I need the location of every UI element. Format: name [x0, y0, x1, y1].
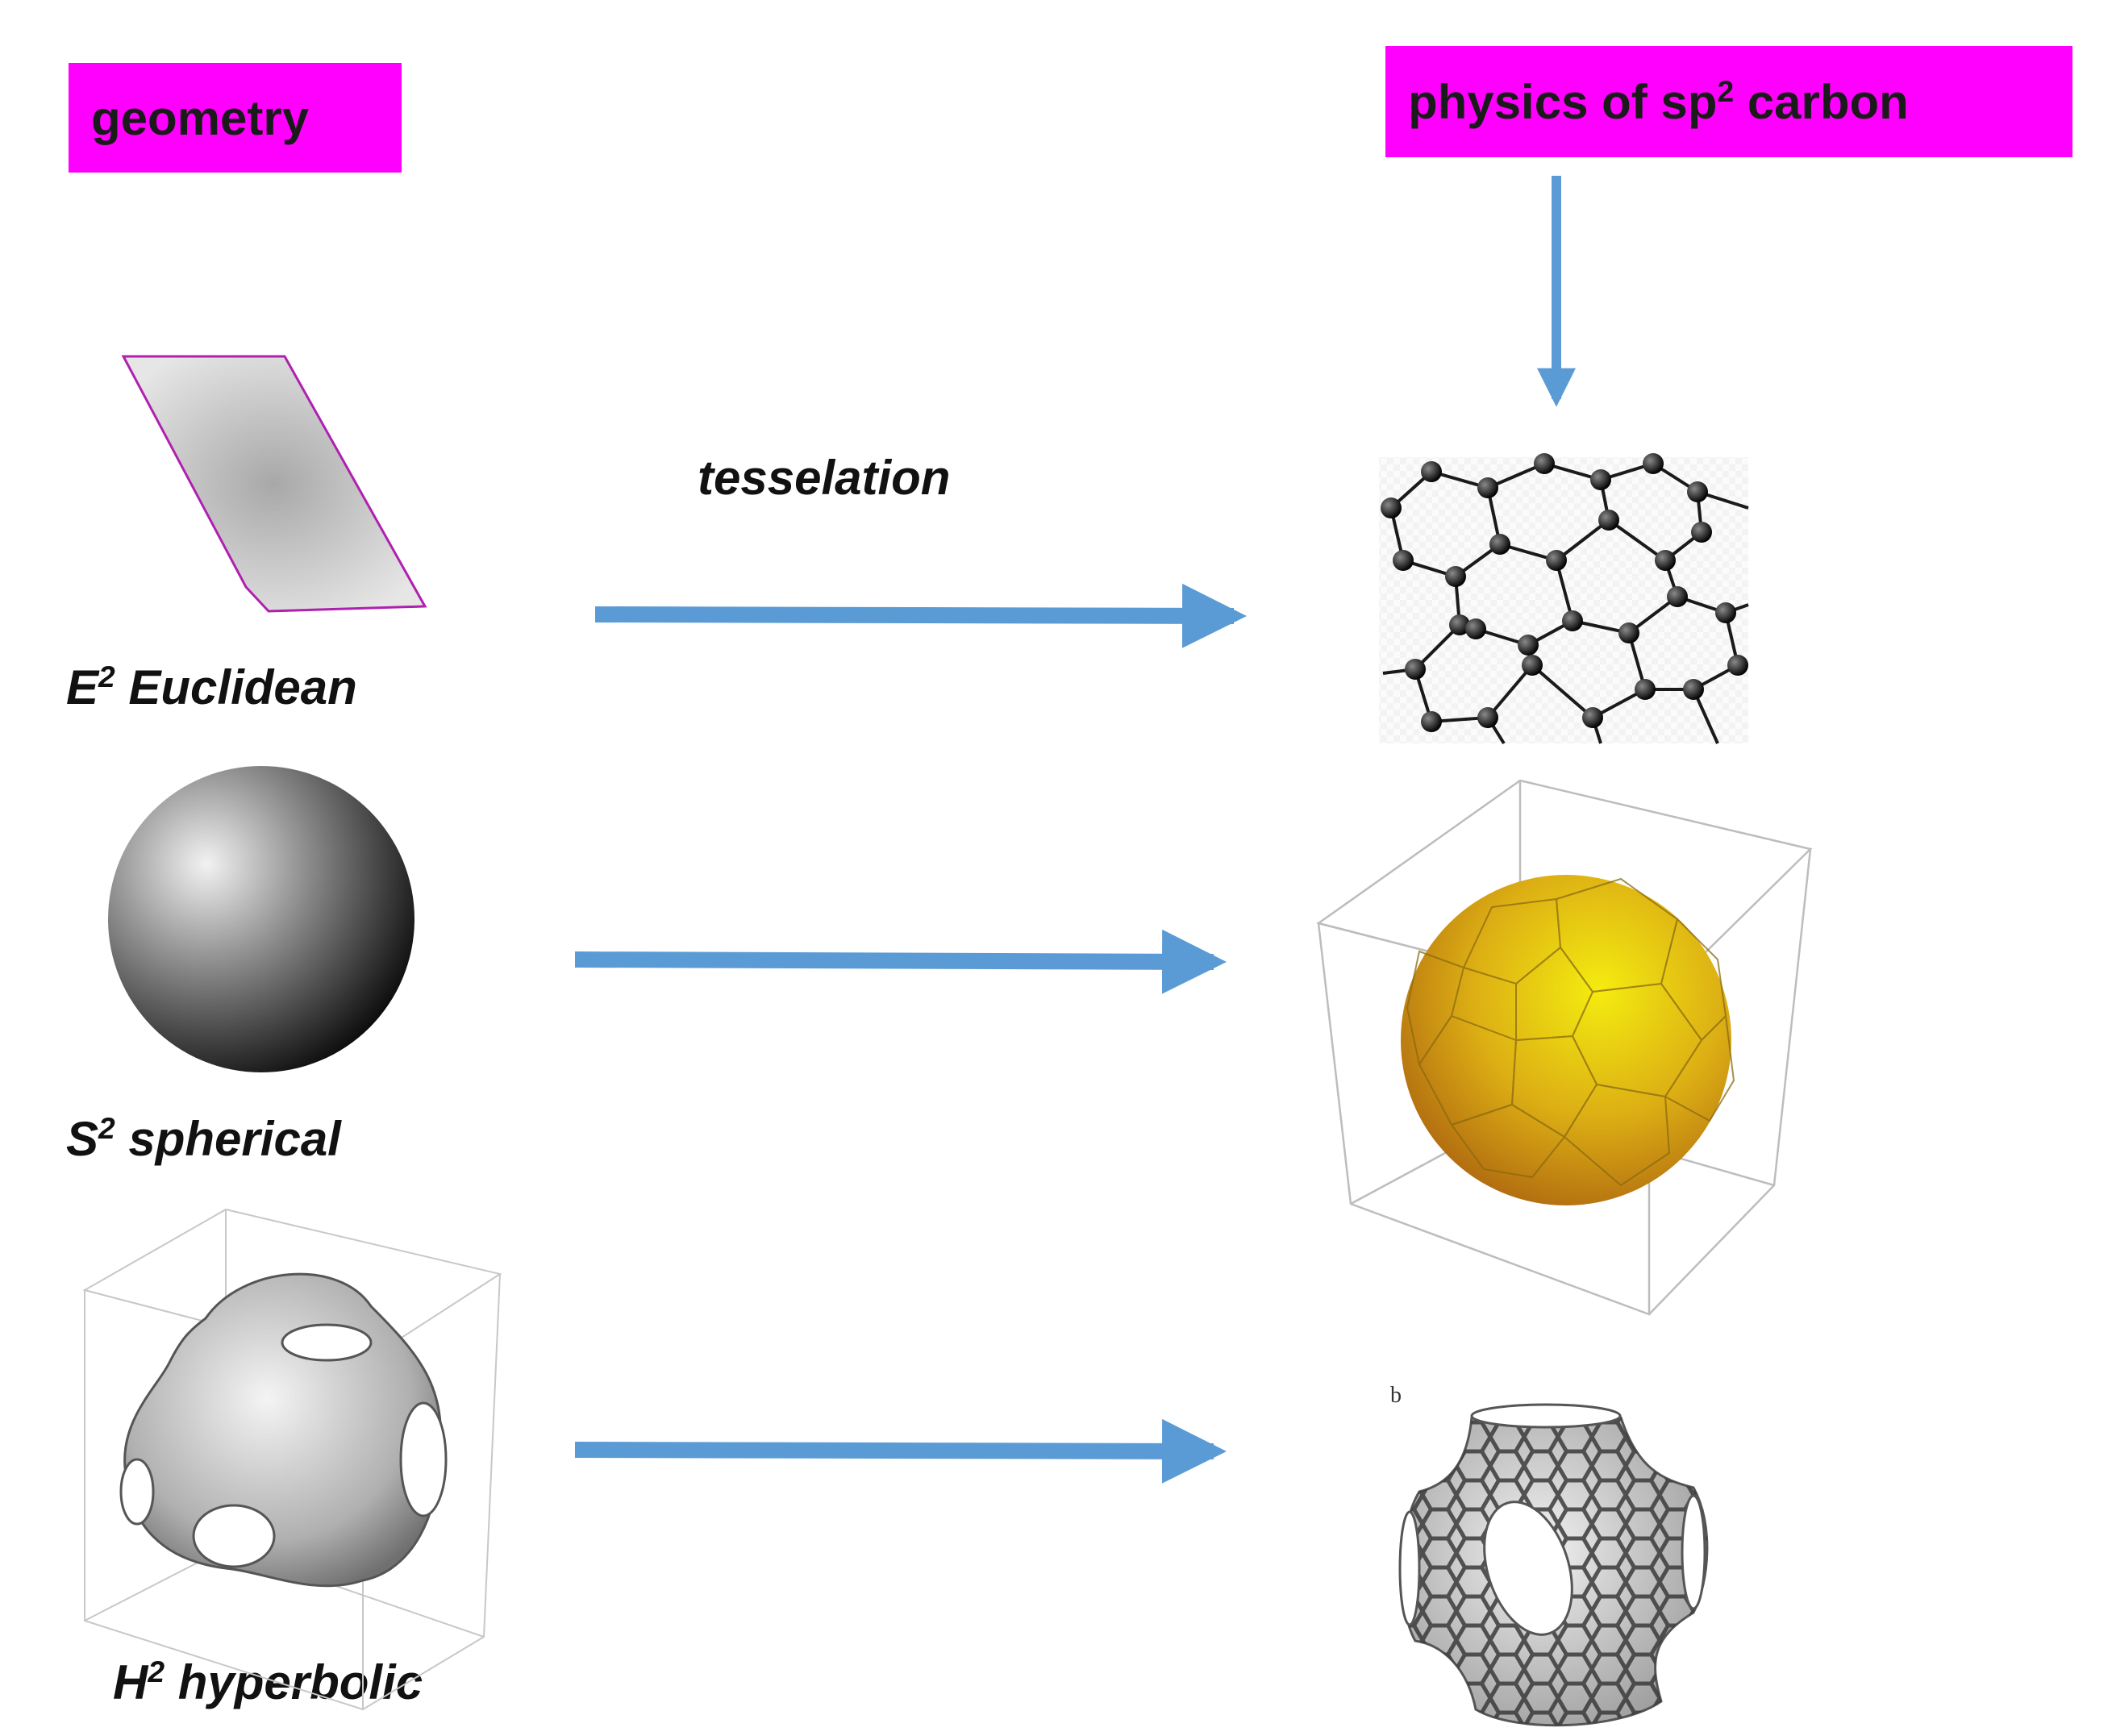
geometry-header-label: geometry: [91, 90, 310, 145]
tesselation-arrow-spherical: [574, 929, 1227, 994]
panel-letter-b: b: [1390, 1383, 1402, 1408]
spherical-label: S2 spherical: [66, 1111, 341, 1166]
sphere: [108, 766, 414, 1072]
tesselation-arrow-euclidean: [594, 583, 1247, 648]
fullerene: [1401, 875, 1735, 1205]
graphene-lattice: [1379, 453, 1749, 745]
geometry-header: geometry: [69, 63, 402, 173]
tesselation-label: tesselation: [698, 451, 951, 505]
euclidean-plane: [121, 355, 427, 613]
physics-header: physics of sp2 carbon: [1385, 46, 2072, 157]
schwarzite: [1398, 1403, 1709, 1727]
euclidean-label: E2 Euclidean: [66, 660, 357, 714]
physics-header-label: physics of sp2 carbon: [1408, 73, 1909, 129]
tesselation-arrow-hyperbolic: [574, 1418, 1227, 1484]
hyperbolic-label: H2 hyperbolic: [113, 1655, 423, 1709]
hyperbolic-body: [119, 1272, 448, 1588]
